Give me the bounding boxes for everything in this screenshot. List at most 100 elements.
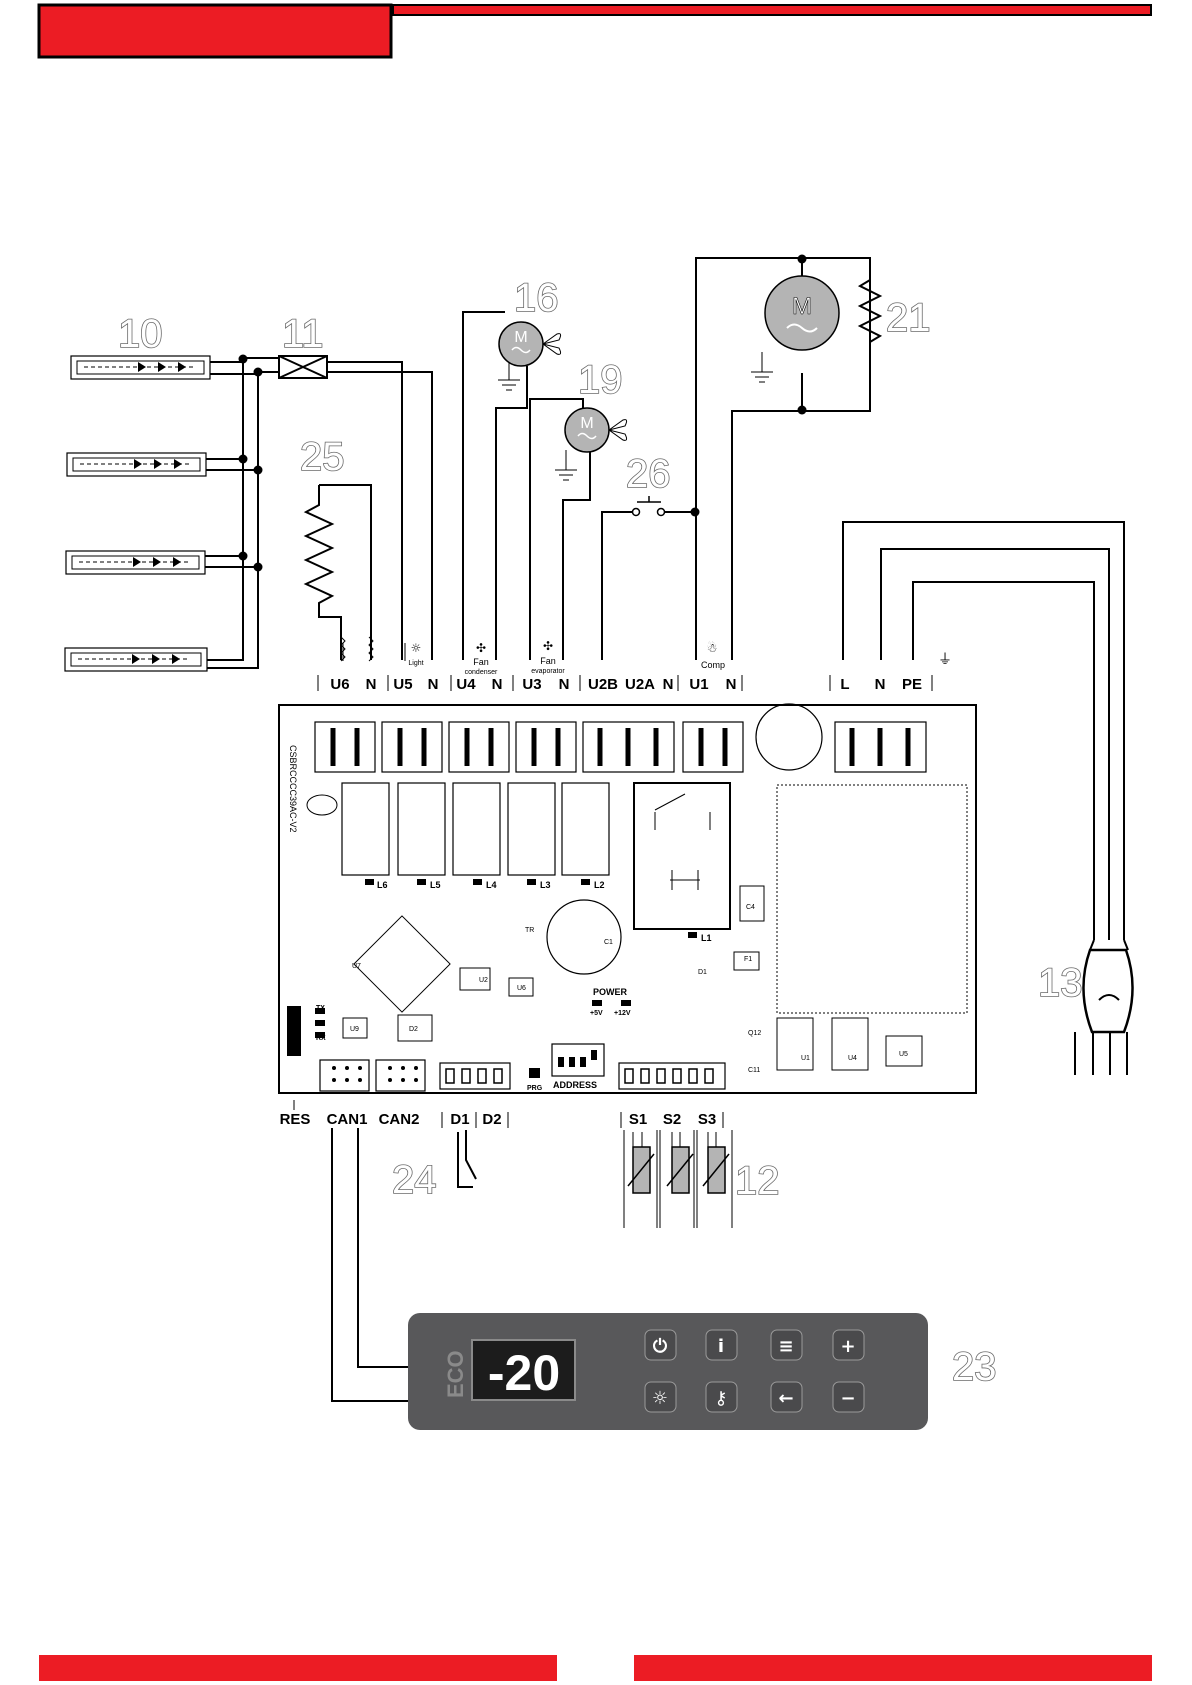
display-value: -20: [488, 1345, 560, 1401]
pcb-u7: U7: [352, 963, 361, 970]
terminal-can1: CAN1: [327, 1111, 368, 1128]
condenser-fan-motor: M: [463, 312, 561, 660]
terminal-res: RES: [280, 1111, 311, 1128]
controller-panel: ECO -20 ⏻ i ≡ + ☼ ⚷ ←: [408, 1313, 928, 1430]
power-12v-label: +12V: [614, 1010, 631, 1017]
info-icon: i: [718, 1336, 724, 1357]
evaporator-fan-motor: M: [530, 399, 627, 660]
terminal-n-6: N: [726, 676, 737, 693]
terminal-pe: PE: [902, 676, 922, 693]
relay-label-l5: L5: [430, 880, 441, 890]
fan-evaporator-sub: evaporator: [531, 668, 565, 675]
light-icon: ☼: [411, 641, 422, 655]
controller-button-minus[interactable]: −: [833, 1382, 864, 1412]
callout-23: 23: [952, 1345, 997, 1389]
terminal-n-4: N: [559, 676, 570, 693]
pcb-board: L6 L5 L4 L3 L2 L1 CSBRCCCC39AC-V2 C1 TR …: [279, 704, 976, 1093]
load-icons: ☼ Light ✣ Fan condenser ✣ Fan evaporator…: [343, 639, 952, 676]
fan-condenser-label: Fan: [473, 657, 489, 667]
motor-m-21: M: [792, 293, 812, 320]
controller-button-menu[interactable]: ≡: [771, 1330, 802, 1360]
controller-button-light[interactable]: ☼: [645, 1382, 676, 1412]
fan-evaporator-icon: ✣: [543, 639, 553, 653]
led-strip-2: [67, 453, 206, 476]
led-bus-wiring: [205, 355, 279, 669]
callout-25: 25: [300, 435, 345, 479]
key-icon: ⚷: [714, 1388, 727, 1409]
plus-icon: +: [840, 1336, 855, 1357]
lightbulb-icon: ☼: [652, 1388, 668, 1409]
pcb-c4: C4: [746, 904, 755, 911]
terminal-u4: U4: [456, 676, 476, 693]
terminal-can2: CAN2: [379, 1111, 420, 1128]
terminal-d1: D1: [450, 1111, 469, 1128]
callout-11: 11: [282, 312, 324, 356]
footer-red-left: [39, 1655, 557, 1681]
fan-condenser-sub: condenser: [465, 669, 498, 676]
power-label: POWER: [593, 987, 628, 997]
eco-label: ECO: [443, 1350, 468, 1398]
led-strip-3: [66, 551, 205, 574]
terminal-s2: S2: [663, 1111, 681, 1128]
rx-label: RX: [316, 1035, 326, 1042]
pcb-c1: C1: [604, 939, 613, 946]
comp-label: Comp: [701, 660, 725, 670]
terminal-l: L: [840, 676, 849, 693]
menu-icon: ≡: [778, 1336, 793, 1357]
temperature-probes: [624, 1130, 732, 1228]
header-red-line: [393, 5, 1151, 15]
pcb-f1: F1: [744, 956, 752, 963]
header-red-tab: [39, 5, 391, 57]
callout-26: 26: [626, 452, 671, 496]
callout-12: 12: [735, 1159, 780, 1203]
fan-condenser-icon: ✣: [476, 641, 486, 655]
tx-label: TX: [316, 1005, 325, 1012]
terminal-n-2: N: [428, 676, 439, 693]
pcb-d1: D1: [698, 969, 707, 976]
pcb-u6: U6: [517, 985, 526, 992]
footer-red-right: [634, 1655, 1152, 1681]
controller-button-plus[interactable]: +: [833, 1330, 864, 1360]
terminal-u5: U5: [393, 676, 412, 693]
controller-button-back[interactable]: ←: [771, 1382, 802, 1412]
pcb-u2: U2: [479, 977, 488, 984]
led-strips: [65, 356, 210, 671]
terminal-u1: U1: [689, 676, 708, 693]
fan-evaporator-label: Fan: [540, 656, 556, 666]
light-label: Light: [408, 660, 423, 667]
terminal-n-3: N: [492, 676, 503, 693]
terminal-n-power: N: [875, 676, 886, 693]
terminal-u2b: U2B: [588, 676, 618, 693]
terminal-s3: S3: [698, 1111, 716, 1128]
led-strip-1: [71, 356, 210, 379]
terminal-u2a: U2A: [625, 676, 655, 693]
relay-label-l6: L6: [377, 880, 388, 890]
address-label: ADDRESS: [553, 1080, 597, 1090]
pcb-d2: D2: [409, 1026, 418, 1033]
minus-icon: −: [840, 1388, 855, 1409]
back-arrow-icon: ←: [778, 1388, 793, 1409]
motor-m-19: M: [580, 415, 593, 432]
relay-label-l1: L1: [701, 933, 712, 943]
pcb-tr: TR: [525, 927, 534, 934]
power-5v-label: +5V: [590, 1010, 603, 1017]
top-terminal-strip: U6 N U5 N U4 N U3 N U2B U2A N U1 N L N P…: [318, 675, 932, 693]
footer-bars: [39, 1655, 1152, 1681]
callout-16: 16: [514, 276, 559, 320]
pcb-u4: U4: [848, 1055, 857, 1062]
callout-19: 19: [578, 358, 623, 402]
controller-button-info[interactable]: i: [706, 1330, 737, 1360]
led-strip-4: [65, 648, 207, 671]
controller-button-key[interactable]: ⚷: [706, 1382, 737, 1412]
compressor: M: [696, 255, 880, 661]
callout-13: 13: [1038, 961, 1083, 1005]
pcb-u5: U5: [899, 1051, 908, 1058]
controller-button-power[interactable]: ⏻: [645, 1330, 676, 1360]
pcb-model-code: CSBRCCCC39AC-V2: [288, 745, 298, 833]
prg-label: PRG: [527, 1085, 543, 1092]
callout-21: 21: [886, 296, 931, 340]
header-bars: [39, 5, 1151, 57]
relay-label-l3: L3: [540, 880, 551, 890]
comp-icon: ☃: [707, 640, 718, 655]
